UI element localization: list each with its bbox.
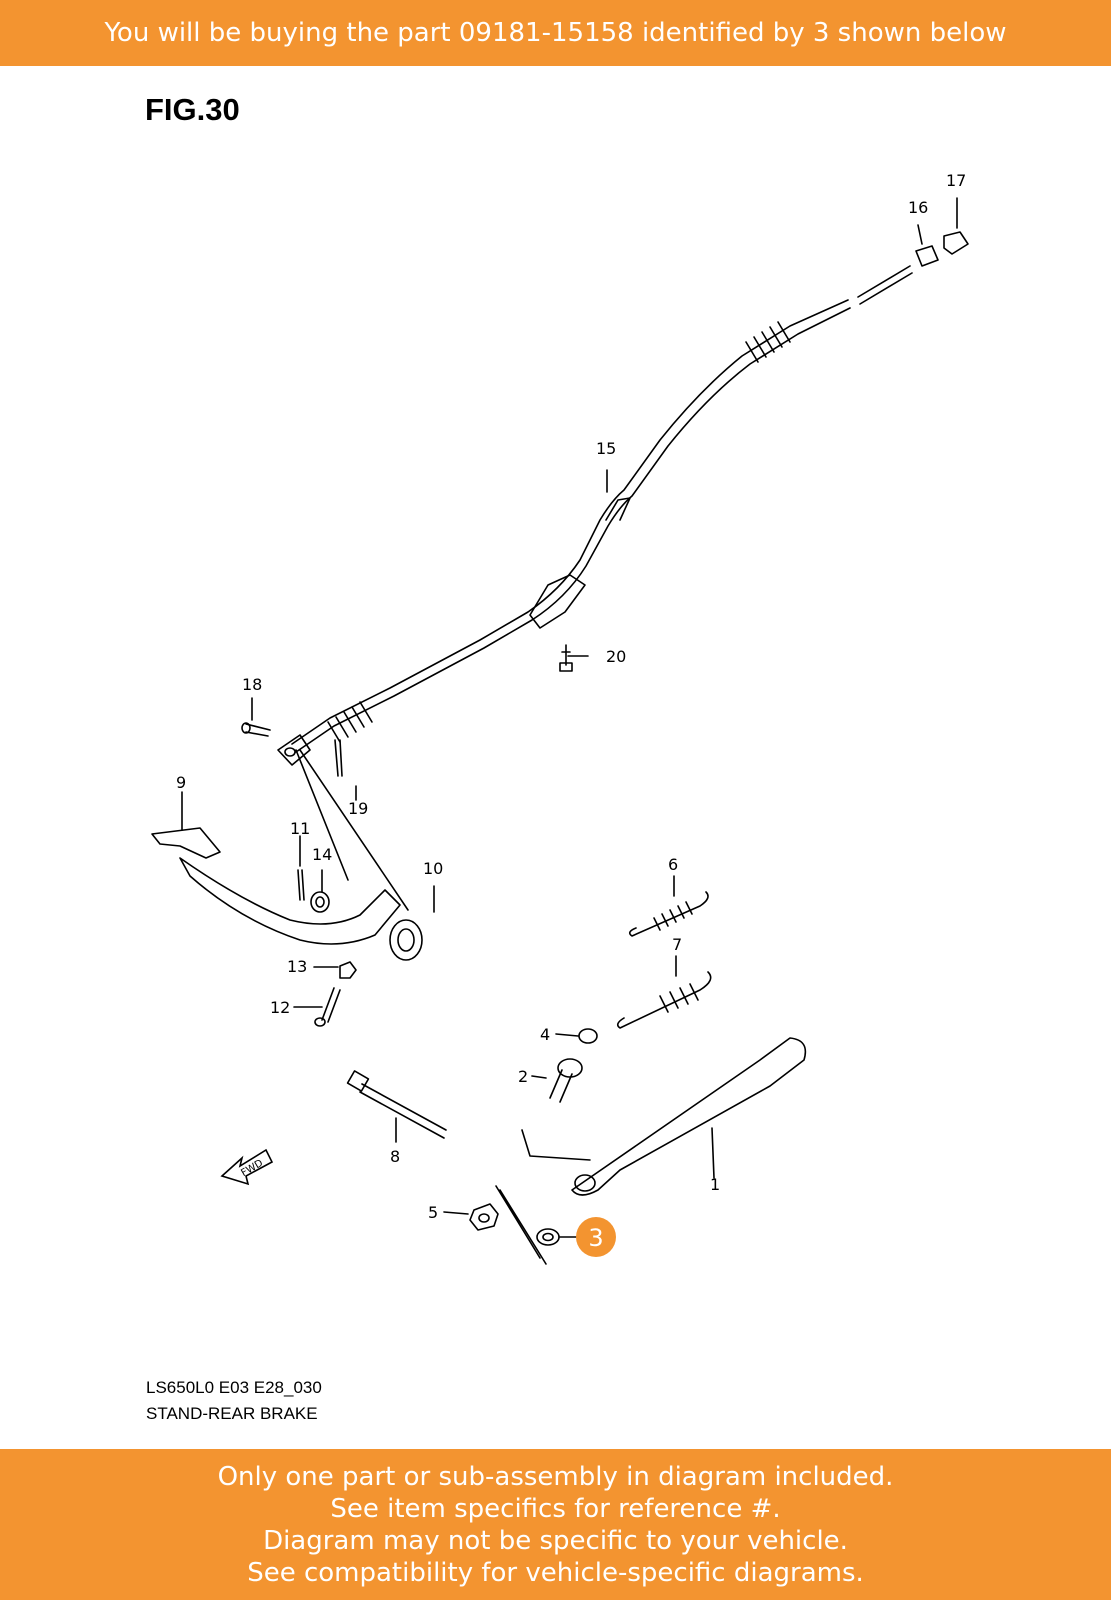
callout-15: 15 <box>596 439 616 458</box>
top-banner: You will be buying the part 09181-15158 … <box>0 0 1111 66</box>
footer-line-4: See compatibility for vehicle-specific d… <box>247 1557 864 1588</box>
callout-5: 5 <box>428 1203 438 1222</box>
spring-part <box>628 891 709 937</box>
callout-20: 20 <box>606 647 626 666</box>
callout-10: 10 <box>423 859 443 878</box>
callout-18: 18 <box>242 675 262 694</box>
callout-19: 19 <box>348 799 368 818</box>
callout-14: 14 <box>312 845 332 864</box>
model-code: LS650L0 E03 E28_030 <box>146 1378 322 1397</box>
callout-8: 8 <box>390 1147 400 1166</box>
callout-17: 17 <box>946 171 966 190</box>
brake-pedal-part <box>151 827 221 859</box>
cable-part <box>291 299 849 745</box>
callout-3-highlight: 3 <box>576 1217 616 1257</box>
footer-line-1: Only one part or sub-assembly in diagram… <box>217 1461 894 1492</box>
bottom-banner: Only one part or sub-assembly in diagram… <box>0 1449 1111 1600</box>
callout-16: 16 <box>908 198 928 217</box>
callout-3: 3 <box>588 1224 603 1252</box>
section-name: STAND-REAR BRAKE <box>146 1404 318 1423</box>
callout-6: 6 <box>668 855 678 874</box>
banner-text: You will be buying the part 09181-15158 … <box>104 18 1007 48</box>
footer-line-2: See item specifics for reference #. <box>330 1493 781 1524</box>
callout-1: 1 <box>710 1175 720 1194</box>
callout-13: 13 <box>287 957 307 976</box>
parts-diagram: FWD 1 2 4 5 6 7 8 9 10 11 12 13 14 15 16… <box>151 171 969 1265</box>
figure-title: FIG.30 <box>145 92 240 127</box>
callout-12: 12 <box>270 998 290 1017</box>
callout-4: 4 <box>540 1025 550 1044</box>
fwd-label: FWD <box>239 1158 265 1179</box>
fwd-arrow-icon: FWD <box>220 1148 274 1186</box>
callout-7: 7 <box>672 935 682 954</box>
callout-2: 2 <box>518 1067 528 1086</box>
footer-line-3: Diagram may not be specific to your vehi… <box>263 1525 848 1556</box>
callout-11: 11 <box>290 819 310 838</box>
callout-9: 9 <box>176 773 186 792</box>
washer-part <box>536 1228 560 1246</box>
side-stand-part <box>571 1037 807 1196</box>
